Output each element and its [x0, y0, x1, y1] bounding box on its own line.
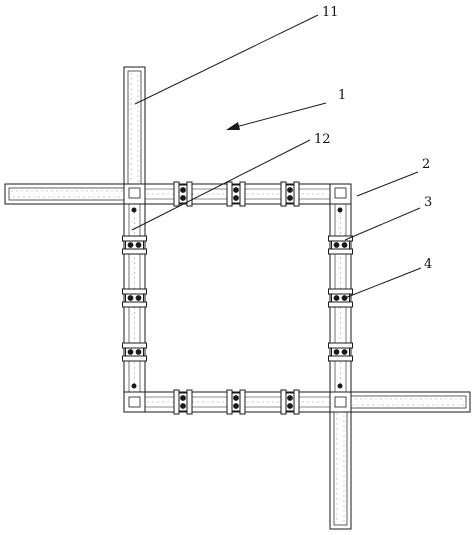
- clamp-12: [328, 342, 353, 362]
- leader-line-3: [344, 207, 421, 241]
- clamp-9: [122, 288, 147, 308]
- arrow-head-1: [226, 122, 240, 130]
- extension-bars: [4, 66, 471, 530]
- label-2: 2: [422, 157, 430, 172]
- corner-block-bottom-right: [329, 391, 352, 413]
- clamp-1: [173, 181, 193, 207]
- leader-line-4: [344, 267, 422, 299]
- clamp-10: [328, 288, 353, 308]
- clamp-8: [328, 235, 353, 255]
- label-1: 1: [338, 88, 346, 103]
- leader-line-2: [356, 171, 419, 197]
- rail-hatching: [11, 73, 464, 522]
- extension-bar-top-left-vertical: [123, 66, 146, 199]
- label-4: 4: [424, 257, 432, 272]
- corner-blocks: [123, 183, 352, 413]
- clamp-3: [226, 181, 246, 207]
- extension-bar-bottom-right-vertical: [329, 391, 352, 530]
- clamp-assemblies: [122, 181, 353, 415]
- clamp-4: [226, 389, 246, 415]
- leader-line-11: [134, 14, 319, 105]
- label-11: 11: [322, 5, 339, 20]
- clamp-2: [173, 389, 193, 415]
- clamp-7: [122, 235, 147, 255]
- arrow-shaft-1: [231, 102, 327, 129]
- corner-block-bottom-left: [123, 391, 146, 413]
- leader-lines: [131, 14, 422, 299]
- label-3: 3: [424, 195, 432, 210]
- clamp-5: [280, 181, 300, 207]
- label-12: 12: [314, 132, 331, 147]
- clamp-11: [122, 342, 147, 362]
- corner-block-top-right: [329, 183, 352, 205]
- frame-rails: [123, 183, 352, 413]
- corner-bolts: [131, 207, 343, 389]
- leader-line-12: [131, 139, 311, 231]
- corner-block-top-left: [123, 183, 146, 205]
- clamp-6: [280, 389, 300, 415]
